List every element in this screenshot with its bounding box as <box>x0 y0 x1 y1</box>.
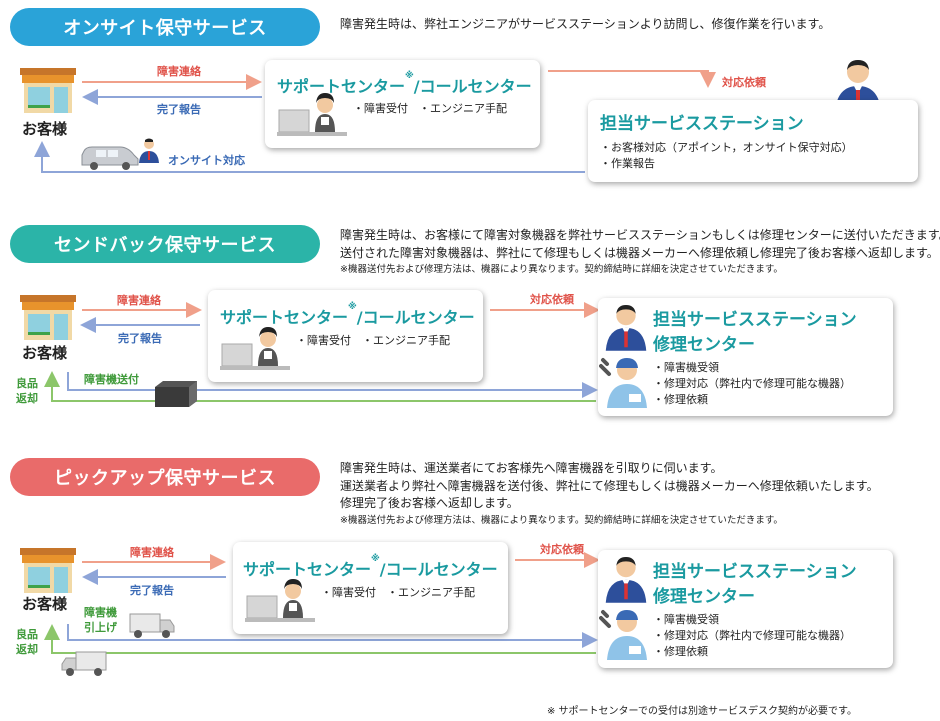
support-center-card: サポートセンター※/コールセンター ・障害受付 ・エンジニア手配 <box>265 60 540 148</box>
label-report-fault: 障害連絡 <box>157 65 201 78</box>
staff-icon <box>604 303 648 355</box>
service-station-title: 担当サービスステーション 修理センター <box>653 310 857 355</box>
store-icon <box>20 68 76 118</box>
section1-description: 障害発生時は、弊社エンジニアがサービスステーションより訪問し、修復作業を行います… <box>340 17 831 31</box>
section3-description: 障害発生時は、運送業者にてお客様先へ障害機器を引取りに伺います。 運送業者より弊… <box>340 461 879 526</box>
service-station-items: ・障害機受領 ・修理対応（弊社内で修理可能な機器） ・修理依頼 <box>653 613 851 658</box>
operator-icon <box>220 324 292 384</box>
s3-pickup-arrow <box>67 624 598 648</box>
s2-return-arrow <box>44 371 596 402</box>
footnote: ※ サポートセンターでの受付は別途サービスデスク契約が必要です。 <box>547 706 857 717</box>
section2-title: センドバック保守サービス <box>10 225 320 263</box>
service-station-card: 担当サービスステーション ・お客様対応（アポイント，オンサイト保守対応） ・作業… <box>588 100 918 182</box>
label-return: 良品 返却 <box>16 628 38 656</box>
support-center-items: ・障害受付 ・エンジニア手配 <box>353 102 507 115</box>
label-done-report: 完了報告 <box>130 584 174 597</box>
support-center-items: ・障害受付 ・エンジニア手配 <box>296 334 450 347</box>
support-center-card: サポートセンター※/コールセンター ・障害受付 ・エンジニア手配 <box>208 290 483 382</box>
section3-title: ピックアップ保守サービス <box>10 458 320 496</box>
support-center-title: サポートセンター※/コールセンター <box>220 302 475 327</box>
operator-icon <box>245 576 317 636</box>
support-center-title: サポートセンター※/コールセンター <box>243 554 498 579</box>
service-station-title: 担当サービスステーション <box>600 114 804 134</box>
customer-label: お客様 <box>22 120 68 138</box>
repair-technician-icon <box>599 356 649 412</box>
support-center-title: サポートセンター※/コールセンター <box>277 71 532 96</box>
section2-description: 障害発生時は、お客様にて障害対象機器を弊社サービスステーションもしくは修理センタ… <box>340 228 940 275</box>
truck-icon <box>60 650 108 682</box>
truck-icon <box>128 612 176 644</box>
service-station-card: 担当サービスステーション 修理センター ・障害機受領 ・修理対応（弊社内で修理可… <box>598 298 893 416</box>
customer-label: お客様 <box>22 595 68 613</box>
label-report-fault: 障害連絡 <box>130 546 174 559</box>
repair-technician-icon <box>599 608 649 664</box>
operator-icon <box>277 90 349 150</box>
s2-send-arrow <box>67 372 598 398</box>
service-station-items: ・お客様対応（アポイント，オンサイト保守対応） ・作業報告 <box>600 141 853 170</box>
service-station-card: 担当サービスステーション 修理センター ・障害機受領 ・修理対応（弊社内で修理可… <box>598 550 893 668</box>
label-onsite: オンサイト対応 <box>168 154 245 167</box>
label-pickup: 障害機 引上げ <box>84 606 117 634</box>
van-icon <box>80 145 140 175</box>
label-request: 対応依頼 <box>540 543 584 556</box>
store-icon <box>20 295 76 345</box>
label-request: 対応依頼 <box>722 76 766 89</box>
customer-label: お客様 <box>22 344 68 362</box>
label-send: 障害機送付 <box>84 373 139 386</box>
engineer-icon <box>138 138 160 168</box>
label-request: 対応依頼 <box>530 293 574 306</box>
store-icon <box>20 548 76 598</box>
device-box-icon <box>153 379 199 413</box>
label-return: 良品 返却 <box>16 377 38 405</box>
s1-request-arrow <box>548 70 716 88</box>
s3-return-arrow <box>44 624 596 654</box>
label-done-report: 完了報告 <box>118 332 162 345</box>
staff-icon <box>604 555 648 607</box>
service-station-title: 担当サービスステーション 修理センター <box>653 562 857 607</box>
label-report-fault: 障害連絡 <box>117 294 161 307</box>
label-done-report: 完了報告 <box>157 103 201 116</box>
support-center-items: ・障害受付 ・エンジニア手配 <box>321 586 475 599</box>
service-station-items: ・障害機受領 ・修理対応（弊社内で修理可能な機器） ・修理依頼 <box>653 361 851 406</box>
s1-onsite-arrow <box>34 141 585 173</box>
section1-title: オンサイト保守サービス <box>10 8 320 46</box>
support-center-card: サポートセンター※/コールセンター ・障害受付 ・エンジニア手配 <box>233 542 508 634</box>
